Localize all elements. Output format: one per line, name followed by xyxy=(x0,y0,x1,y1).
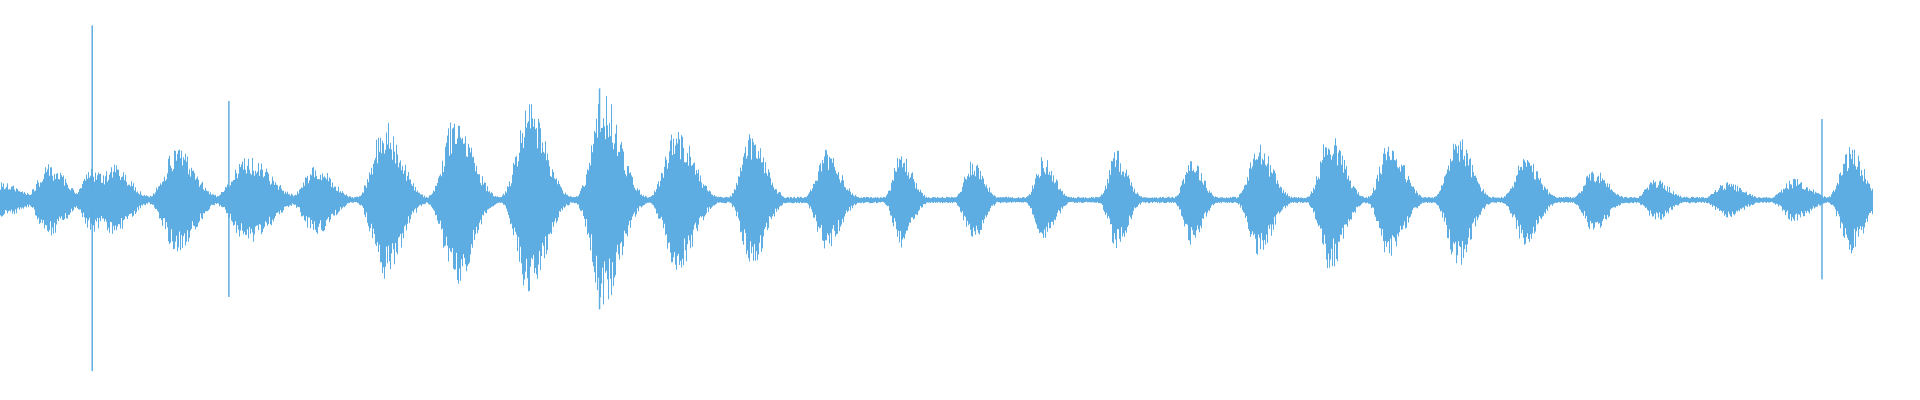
waveform-graphic xyxy=(0,25,1873,372)
audio-waveform xyxy=(0,25,1873,372)
